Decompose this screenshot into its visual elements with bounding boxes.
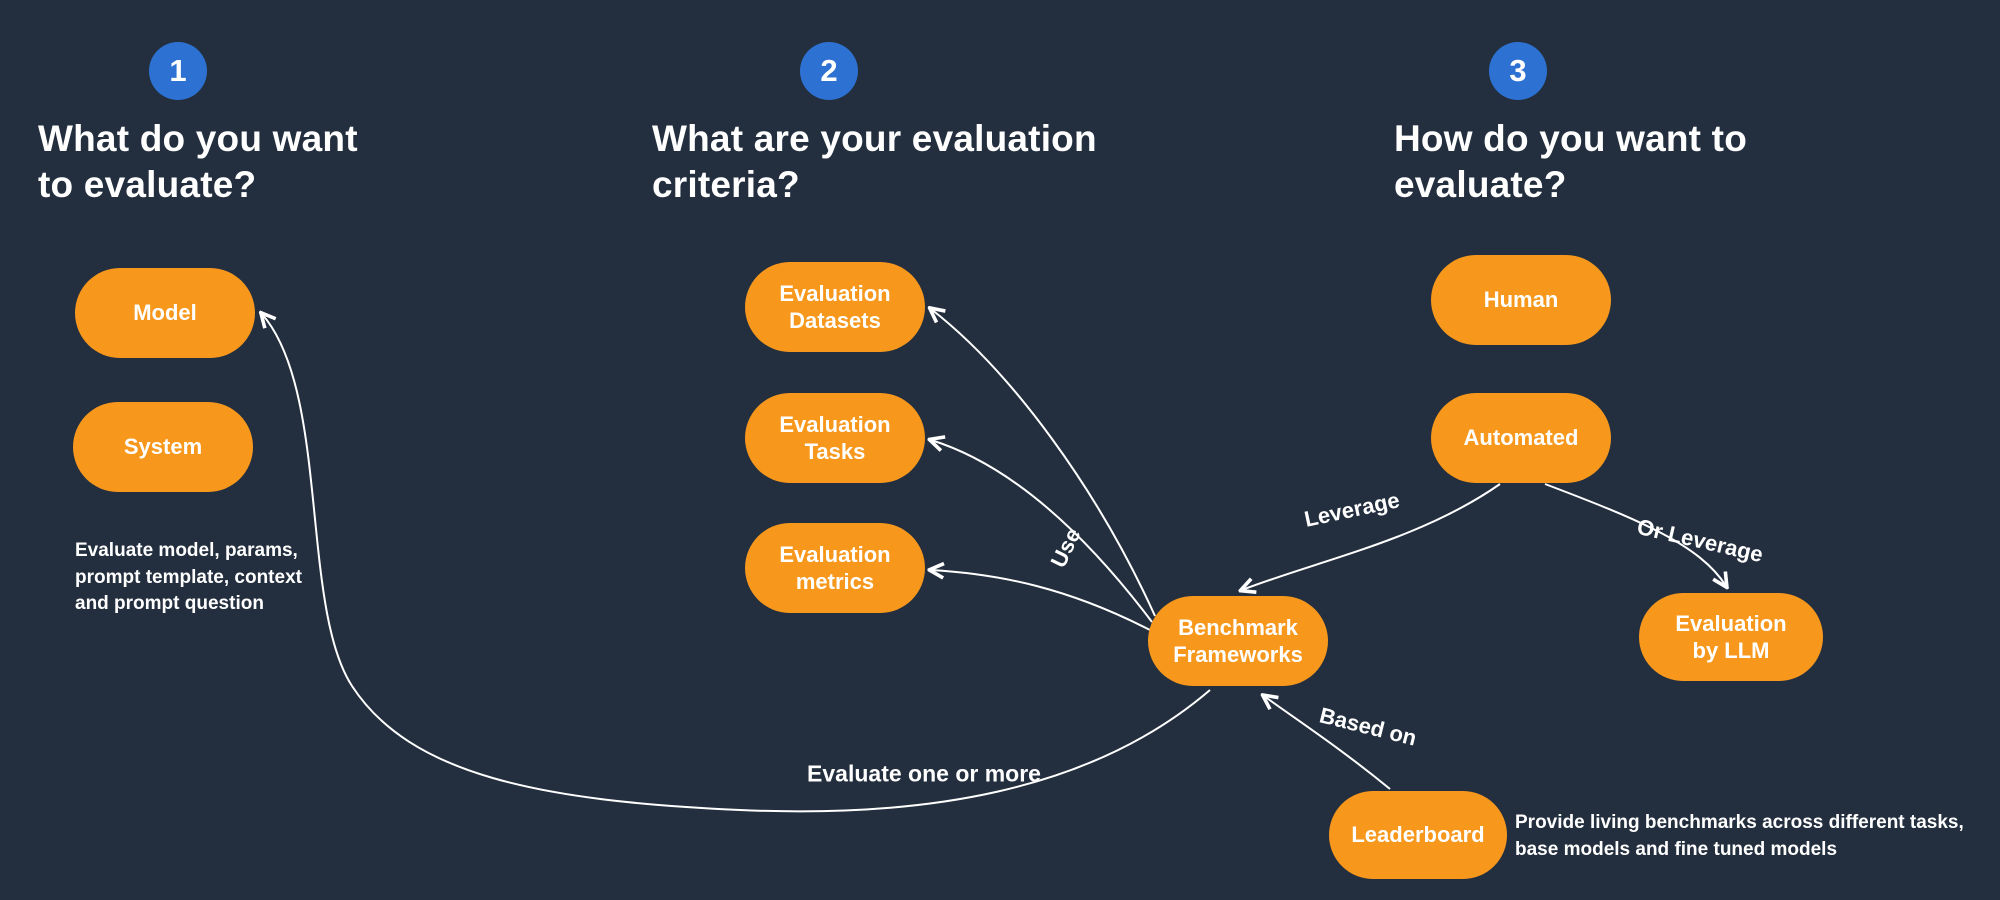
section-2-badge: 2: [800, 42, 858, 100]
section-1-number: 1: [169, 53, 187, 88]
section-2-heading: What are your evaluation criteria?: [652, 118, 1097, 206]
node-evaluation-metrics: Evaluation metrics: [745, 523, 925, 613]
arrow-benchmark-to-metrics: [931, 570, 1151, 631]
edge-label-or-leverage: Or Leverage: [1634, 513, 1766, 568]
node-automated: Automated: [1431, 393, 1611, 483]
section-3-badge: 3: [1489, 42, 1547, 100]
node-human: Human: [1431, 255, 1611, 345]
section-1-badge: 1: [149, 42, 207, 100]
node-evaluation-by-llm: Evaluation by LLM: [1639, 593, 1823, 681]
section-3-number: 3: [1509, 53, 1527, 88]
arrow-benchmark-to-datasets: [931, 309, 1156, 617]
note-evaluate-scope: Evaluate model, params, prompt template,…: [75, 540, 302, 615]
edge-label-evaluate-one-or-more: Evaluate one or more: [807, 760, 1041, 787]
section-1-heading: What do you want to evaluate?: [38, 118, 358, 206]
edge-label-based-on: Based on: [1317, 702, 1420, 751]
node-benchmark-frameworks: Benchmark Frameworks: [1148, 596, 1328, 686]
edge-label-leverage: Leverage: [1302, 487, 1402, 532]
node-model: Model: [75, 268, 255, 358]
note-leaderboard: Provide living benchmarks across differe…: [1515, 812, 1964, 860]
section-2-number: 2: [820, 53, 838, 88]
section-3-heading: How do you want to evaluate?: [1394, 118, 1748, 206]
edge-label-use: Use: [1045, 524, 1086, 572]
node-leaderboard: Leaderboard: [1329, 791, 1507, 879]
node-evaluation-tasks: Evaluation Tasks: [745, 393, 925, 483]
arrow-benchmark-to-tasks: [931, 440, 1153, 623]
node-system: System: [73, 402, 253, 492]
node-evaluation-datasets: Evaluation Datasets: [745, 262, 925, 352]
